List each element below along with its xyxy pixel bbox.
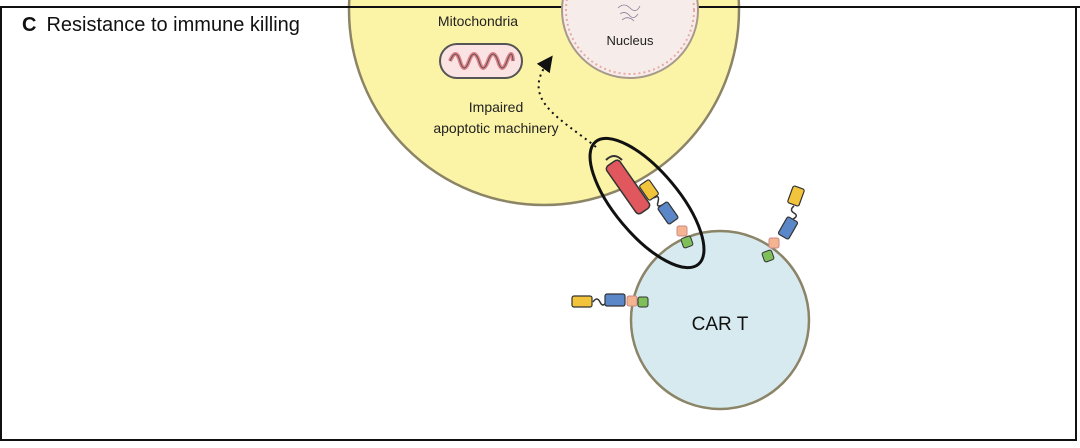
tumor-antigen — [605, 155, 651, 215]
car-receptor-left — [571, 293, 649, 308]
panel-title-text: Resistance to immune killing — [46, 14, 300, 36]
mitochondrion-icon — [439, 43, 523, 79]
interaction-highlight-ellipse — [588, 136, 706, 270]
panel-letter: C — [22, 14, 37, 36]
car-t-label: CAR T — [692, 314, 749, 335]
impaired-label-line2: apoptotic machinery — [433, 120, 558, 136]
car-receptor-engaged — [639, 179, 694, 249]
nucleus-label: Nucleus — [607, 33, 654, 48]
car-t-cell — [629, 229, 811, 411]
nucleus: Nucleus — [561, 0, 699, 79]
panel-title: C Resistance to immune killing — [22, 14, 300, 37]
impaired-label-line1: Impaired — [469, 99, 523, 115]
car-receptor-upper-right — [761, 185, 805, 263]
mitochondria-label: Mitochondria — [438, 13, 518, 29]
